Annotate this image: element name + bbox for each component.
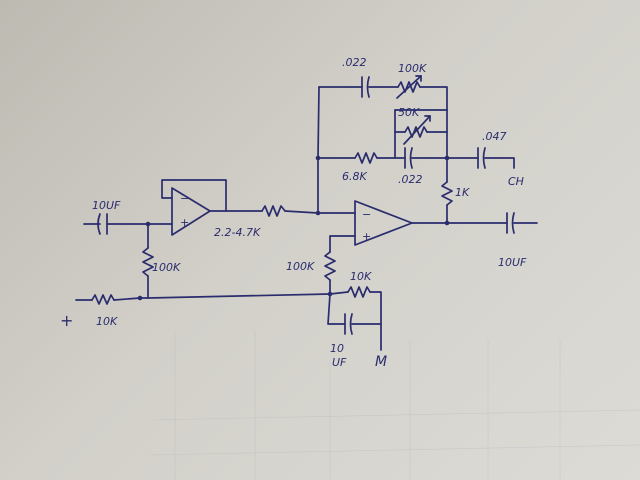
output-cap-label: 10UF xyxy=(498,256,527,269)
feedback-left-rail xyxy=(317,86,320,214)
capacitor-10uf-bottom: 10 UF xyxy=(327,293,382,369)
input-capacitor: 10UF xyxy=(83,199,173,235)
op-amp-2: − + xyxy=(354,200,413,246)
capacitor-10uf-bottom-label-b: UF xyxy=(332,356,347,369)
resistor-10k-input-label: 10K xyxy=(96,315,118,328)
resistor-100k-mid: 100K xyxy=(286,251,336,295)
op-amp-1-minus: − xyxy=(180,192,189,205)
pot-50k: 50K xyxy=(394,106,448,145)
resistor-100k-left-label: 100K xyxy=(152,261,181,274)
resistor-100k-left: 100K xyxy=(142,223,181,299)
capacitor-022-mid-label: .022 xyxy=(398,173,423,186)
ground-symbol: M xyxy=(375,354,387,370)
op-amp-2-plus: + xyxy=(362,230,371,243)
op-amp-1-plus: + xyxy=(180,216,189,229)
capacitor-022-mid: .022 xyxy=(394,147,448,186)
resistor-10k-lower-label: 10K xyxy=(350,270,372,283)
bias-line xyxy=(139,293,331,299)
ground-label: M xyxy=(375,354,387,370)
resistor-6-8k-label: 6.8K xyxy=(342,170,367,183)
input-cap-label: 10UF xyxy=(92,199,121,212)
capacitor-047: .047 CH xyxy=(446,130,524,188)
pot-100k-label: 100K xyxy=(398,62,427,75)
resistor-100k-mid-label: 100K xyxy=(286,260,315,273)
ch-terminal-label: CH xyxy=(508,175,524,188)
capacitor-022-top: .022 xyxy=(318,56,399,98)
resistor-10k-input: 10K xyxy=(75,294,141,328)
plus-terminal: + xyxy=(60,311,73,330)
op-amp-2-plus-wire xyxy=(329,235,356,253)
op-amp-1-feedback xyxy=(161,179,227,212)
paper-grid xyxy=(149,330,640,480)
capacitor-047-label: .047 xyxy=(482,130,507,143)
pot-50k-label: 50K xyxy=(398,106,420,119)
op-amp-1: − + xyxy=(171,187,211,236)
resistor-1k: 1K xyxy=(441,157,470,224)
resistor-series-label: 2.2-4.7K xyxy=(214,226,261,239)
capacitor-022-top-label: .022 xyxy=(342,56,367,69)
resistor-6-8k: 6.8K xyxy=(317,131,396,183)
resistor-1k-label: 1K xyxy=(455,186,470,199)
capacitor-10uf-bottom-label-a: 10 xyxy=(330,342,344,355)
pot-100k: 100K xyxy=(396,62,448,111)
resistor-series: 2.2-4.7K xyxy=(214,205,319,239)
output-capacitor: 10UF xyxy=(411,212,538,269)
resistor-10k-lower: 10K xyxy=(329,270,382,325)
op-amp-2-minus: − xyxy=(362,208,371,221)
